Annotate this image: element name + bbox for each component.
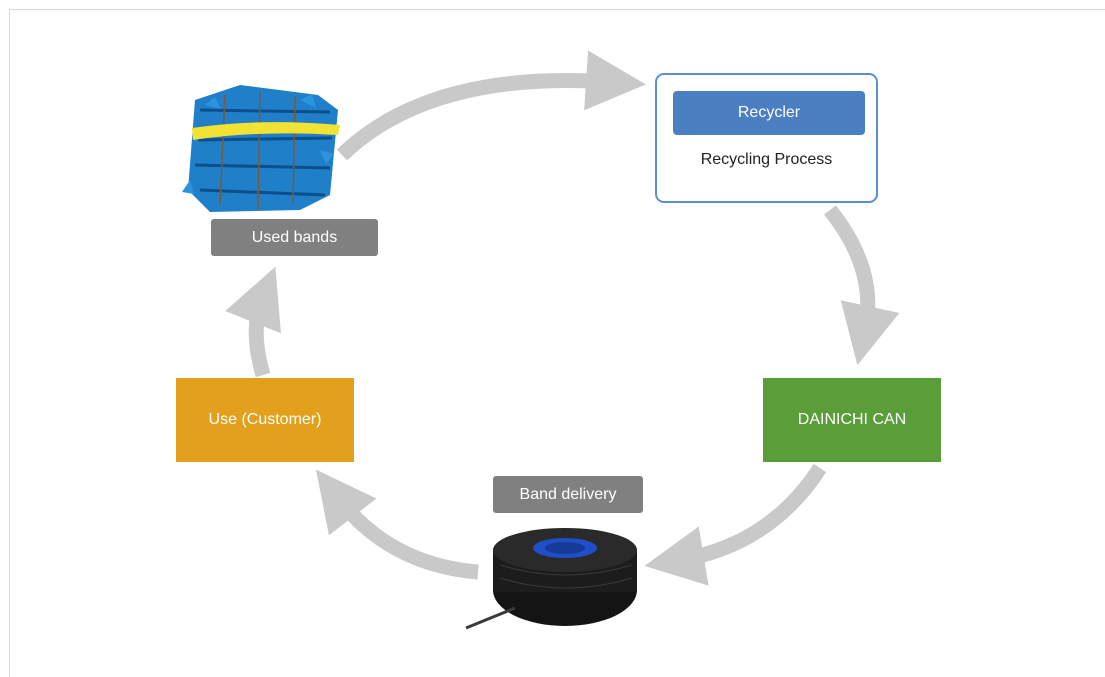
arrow-delivery-to-customer	[315, 469, 479, 580]
arrow-customer-to-usedbands	[225, 266, 281, 378]
page-frame	[9, 9, 1105, 677]
dainichi-node: DAINICHI CAN	[763, 378, 941, 462]
band-delivery-tag: Band delivery	[493, 476, 643, 513]
arrow-dainichi-to-delivery	[644, 463, 827, 586]
used-bands-tag: Used bands	[211, 219, 378, 256]
customer-label: Use (Customer)	[208, 411, 322, 428]
arrow-recycler-to-dainichi	[824, 205, 900, 366]
arrow-usedbands-to-recycler	[336, 50, 646, 161]
recycler-title: Recycler	[673, 91, 865, 135]
band-roll-image	[465, 528, 637, 630]
customer-node: Use (Customer)	[176, 378, 354, 462]
recycler-node: Recycler Recycling Process	[655, 73, 878, 203]
recycler-subtitle: Recycling Process	[700, 151, 833, 168]
used-bands-bale-image	[182, 85, 340, 212]
dainichi-label: DAINICHI CAN	[797, 411, 907, 428]
